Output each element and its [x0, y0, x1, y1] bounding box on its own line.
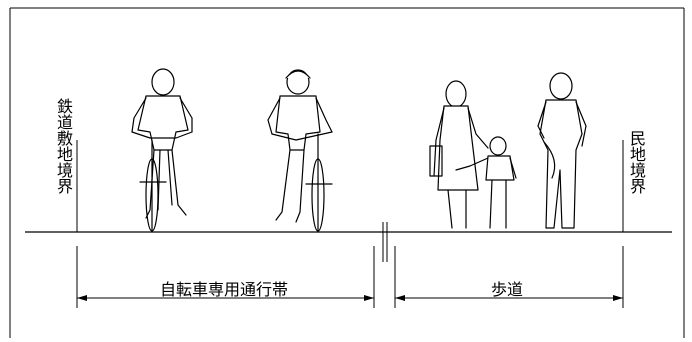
arrow-bike-left — [77, 295, 87, 301]
arrow-sidewalk-left — [395, 295, 405, 301]
cyclist-front-figure — [267, 69, 333, 233]
arrow-bike-right — [364, 295, 374, 301]
man-figure — [537, 72, 587, 229]
right-boundary-label: 民地境界 — [627, 130, 646, 194]
left-boundary-label: 鉄道敷地境界 — [54, 98, 73, 194]
child-figure — [455, 136, 517, 229]
cyclist-back-figure — [131, 68, 193, 233]
woman-figure — [429, 80, 489, 229]
arrow-sidewalk-right — [613, 295, 623, 301]
sidewalk-label: 歩道 — [491, 280, 524, 299]
bike-zone-label: 自転車専用通行帯 — [160, 280, 289, 299]
